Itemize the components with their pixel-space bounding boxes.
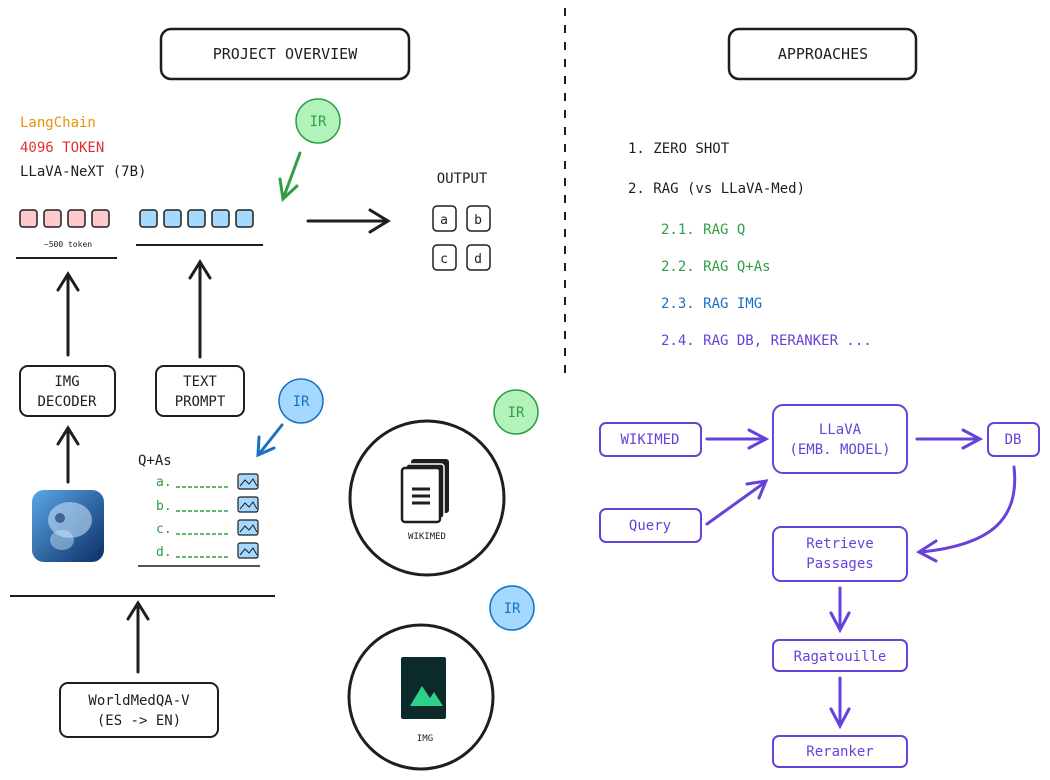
svg-text:c.: c. [156, 522, 172, 537]
svg-text:IR: IR [508, 405, 525, 421]
svg-text:DECODER: DECODER [37, 394, 97, 410]
arrow-to-output [306, 208, 391, 234]
arrow-prompt-to-tokens [188, 259, 212, 359]
svg-text:(EMB. MODEL): (EMB. MODEL) [789, 442, 890, 458]
svg-text:Query: Query [629, 518, 671, 534]
ir-bubble-wikimed: IR [493, 389, 539, 435]
svg-text:Passages: Passages [806, 556, 873, 572]
svg-text:Ragatouille: Ragatouille [794, 649, 887, 665]
token-note: ~500 token [44, 240, 92, 249]
svg-text:c: c [440, 252, 448, 267]
svg-text:DB: DB [1005, 432, 1022, 448]
text-prompt-box: TEXT PROMPT [155, 365, 245, 417]
model-line-tokens: 4096 TOKEN [20, 140, 104, 156]
project-overview-title: PROJECT OVERVIEW [213, 45, 358, 63]
pipeline-ragatouille-box: Ragatouille [772, 639, 908, 672]
svg-text:LLaVA: LLaVA [819, 422, 862, 438]
arrow-dataset-up [126, 600, 150, 674]
approach-rag-qas: 2.2. RAG Q+As [661, 259, 771, 275]
svg-text:(ES -> EN): (ES -> EN) [97, 713, 181, 729]
output-options: a b c d [432, 205, 491, 271]
model-line-langchain: LangChain [20, 115, 96, 131]
xray-skull-image [32, 490, 104, 562]
pipeline-query-box: Query [599, 508, 702, 543]
arrow-image-to-decoder [56, 425, 80, 484]
approaches-title-box: APPROACHES [727, 27, 918, 81]
img-circle-label: IMG [417, 734, 433, 744]
svg-text:IR: IR [310, 114, 327, 130]
approaches-list: 1. ZERO SHOT 2. RAG (vs LLaVA-Med) 2.1. … [628, 141, 872, 349]
arrow-decoder-to-tokens [56, 271, 80, 357]
svg-text:a.: a. [156, 475, 172, 490]
svg-text:a: a [440, 213, 448, 228]
svg-text:TEXT: TEXT [183, 374, 217, 390]
svg-text:IR: IR [293, 394, 310, 410]
svg-text:b.: b. [156, 499, 172, 514]
qas-title: Q+As [138, 453, 172, 469]
approach-rag: 2. RAG (vs LLaVA-Med) [628, 181, 805, 197]
pipeline-retrieve-box: Retrieve Passages [772, 526, 908, 582]
dataset-box: WorldMedQA-V (ES -> EN) [59, 682, 219, 738]
wikimed-circle-label: WIKIMED [408, 532, 446, 542]
ir-bubble-top: IR [295, 98, 341, 144]
svg-text:IR: IR [504, 601, 521, 617]
wikimed-circle: WIKIMED [348, 419, 506, 577]
approach-rag-q: 2.1. RAG Q [661, 222, 745, 238]
svg-text:d.: d. [156, 545, 172, 560]
output-label: OUTPUT [437, 171, 488, 187]
arrow-db-retrieve [919, 465, 1017, 554]
svg-text:b: b [474, 213, 482, 228]
image-icon [401, 657, 446, 719]
svg-text:WIKIMED: WIKIMED [620, 432, 679, 448]
image-token-squares [19, 209, 110, 228]
ir-bubble-img: IR [489, 585, 535, 631]
approaches-title: APPROACHES [778, 45, 868, 63]
svg-text:Reranker: Reranker [806, 744, 873, 760]
model-line-llava-next: LLaVA-NeXT (7B) [20, 164, 146, 180]
pipeline-wikimed-box: WIKIMED [599, 422, 702, 457]
arrow-query-llava [705, 481, 766, 526]
svg-text:PROMPT: PROMPT [175, 394, 226, 410]
qas-list: a. b. c. d. [156, 473, 259, 560]
svg-text:IMG: IMG [54, 374, 79, 390]
svg-text:Retrieve: Retrieve [806, 536, 873, 552]
pipeline-llava-box: LLaVA (EMB. MODEL) [772, 404, 908, 474]
pipeline-reranker-box: Reranker [772, 735, 908, 768]
document-icon [400, 459, 449, 524]
approach-zero-shot: 1. ZERO SHOT [628, 141, 730, 157]
img-decoder-box: IMG DECODER [19, 365, 116, 417]
svg-text:WorldMedQA-V: WorldMedQA-V [88, 693, 190, 709]
text-token-squares [139, 209, 254, 228]
pipeline-db-box: DB [987, 422, 1040, 457]
ir-blue-arrow [256, 423, 284, 458]
approach-rag-img: 2.3. RAG IMG [661, 296, 762, 312]
ir-green-arrow [278, 151, 302, 203]
img-circle: IMG [347, 623, 495, 771]
approach-rag-db-reranker: 2.4. RAG DB, RERANKER ... [661, 333, 872, 349]
project-overview-title-box: PROJECT OVERVIEW [159, 27, 411, 81]
ir-bubble-qas: IR [278, 378, 324, 424]
pipeline: WIKIMED Query LLaVA (EMB. MODEL) DB Retr… [599, 404, 1040, 768]
svg-text:d: d [474, 252, 482, 267]
